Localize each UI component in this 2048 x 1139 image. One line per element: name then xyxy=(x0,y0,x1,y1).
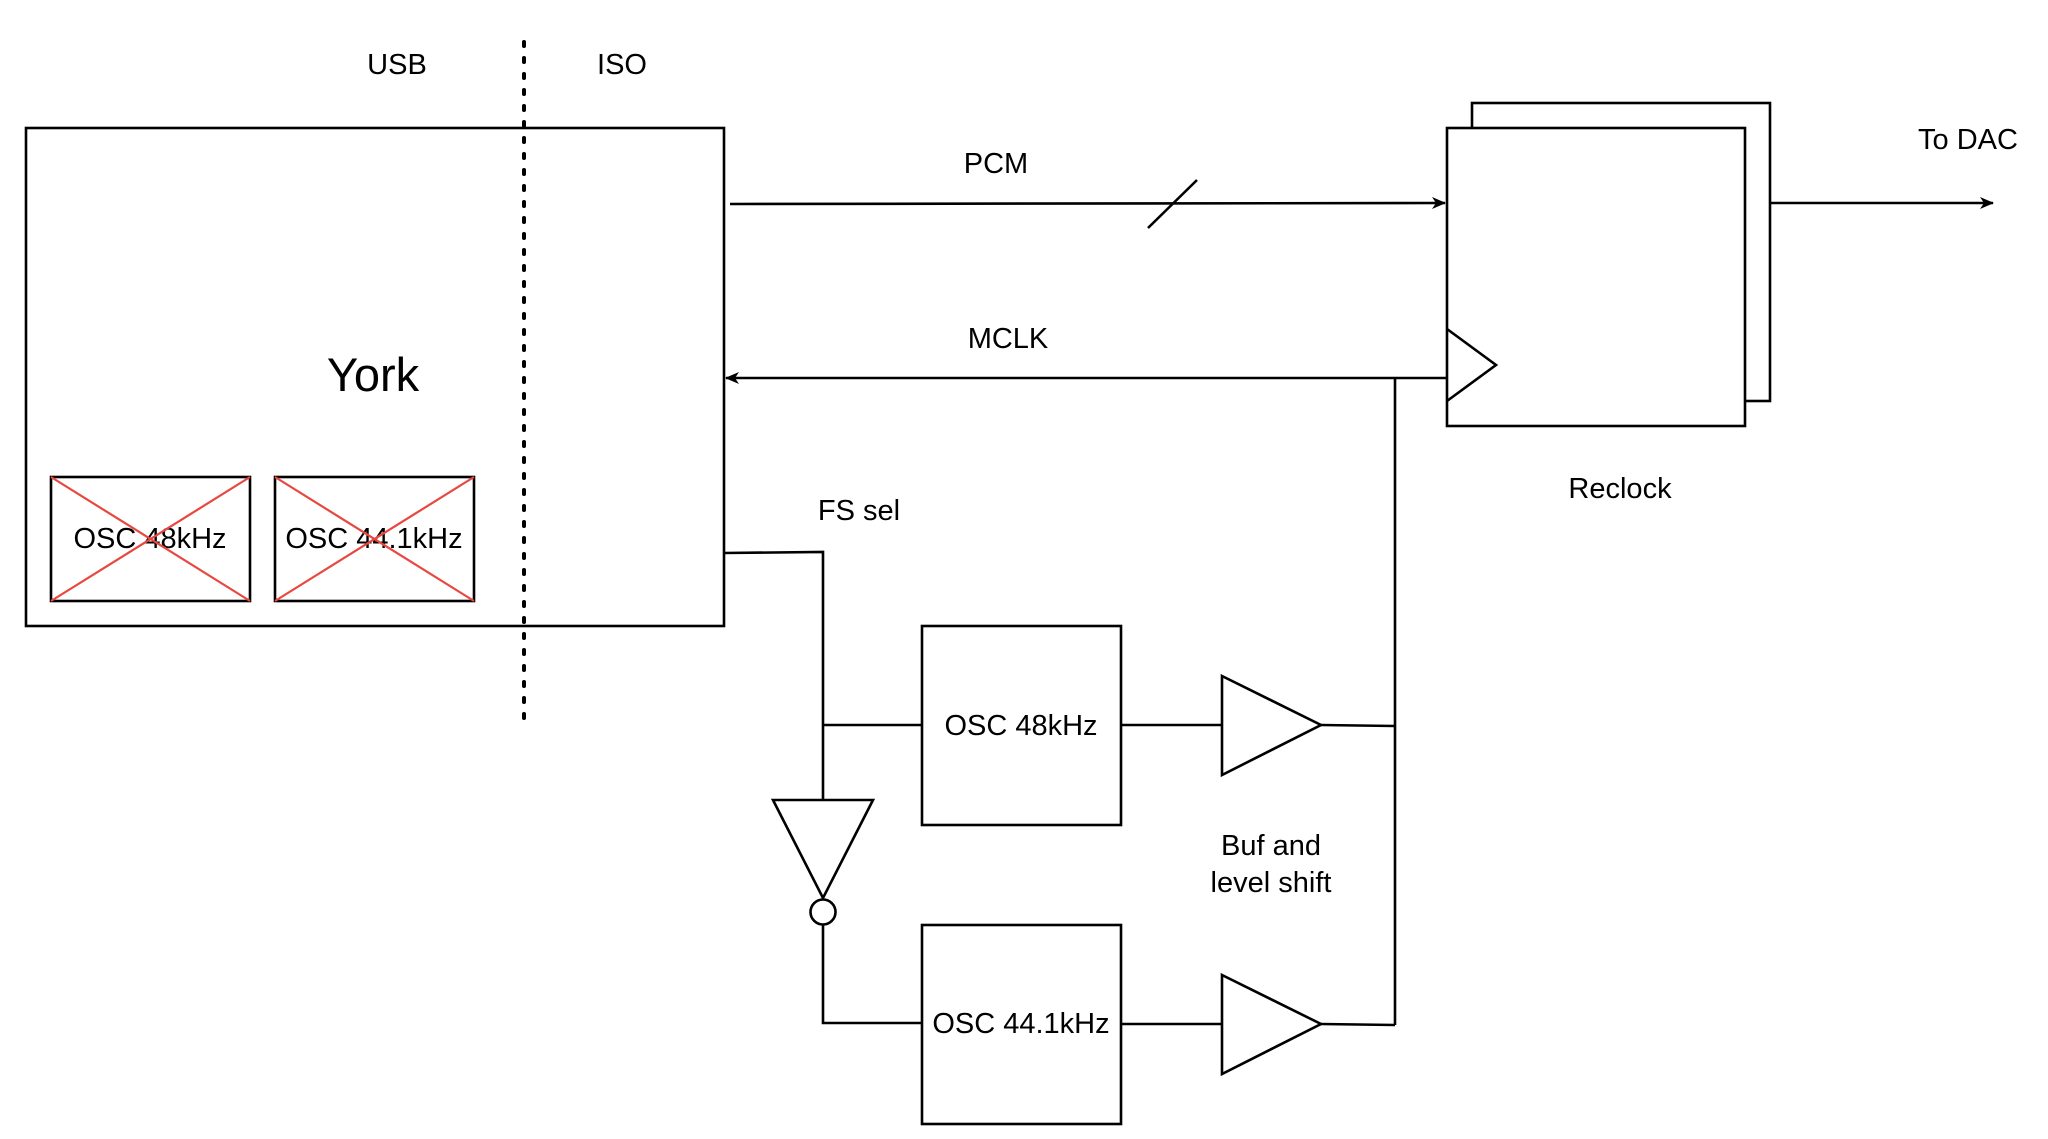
reclock-label: Reclock xyxy=(1568,473,1672,505)
reclock-block xyxy=(1445,126,1747,428)
buffer-48-output-line xyxy=(1320,723,1396,728)
fs-sel-line xyxy=(723,550,825,800)
osc-441khz-block xyxy=(920,923,1123,1126)
iso-region-label: ISO xyxy=(597,49,647,81)
pcm-label: PCM xyxy=(964,148,1028,180)
buffer-441-output-line xyxy=(1320,1022,1396,1027)
osc-48khz-label: OSC 48kHz xyxy=(944,710,1097,742)
buffer-label-line2: level shift xyxy=(1211,867,1332,899)
pcm-bus-line xyxy=(729,197,1446,210)
fs-sel-label: FS sel xyxy=(818,495,900,527)
york-internal-osc-441-disabled: OSC 44.1kHz xyxy=(273,475,476,603)
clock-input-icon xyxy=(1446,327,1499,403)
inverter-icon xyxy=(770,798,876,901)
disabled-cross-icon xyxy=(50,476,251,602)
bus-slash-icon xyxy=(1147,179,1198,229)
york-label: York xyxy=(327,348,420,401)
osc-441khz-label: OSC 44.1kHz xyxy=(932,1008,1109,1040)
buffer-label-line1: Buf and xyxy=(1221,830,1321,862)
mclk-label: MCLK xyxy=(968,323,1049,355)
osc-48khz-block xyxy=(920,624,1123,827)
inverted-fs-line xyxy=(821,925,922,1025)
disabled-cross-icon xyxy=(274,476,475,602)
buffer-441-icon xyxy=(1220,972,1324,1077)
york-internal-osc-48-disabled: OSC 48kHz xyxy=(49,475,252,603)
inverter-bubble-icon xyxy=(809,898,837,926)
usb-region-label: USB xyxy=(367,49,427,81)
to-dac-label: To DAC xyxy=(1918,124,2018,156)
buffer-48-icon xyxy=(1220,673,1324,778)
